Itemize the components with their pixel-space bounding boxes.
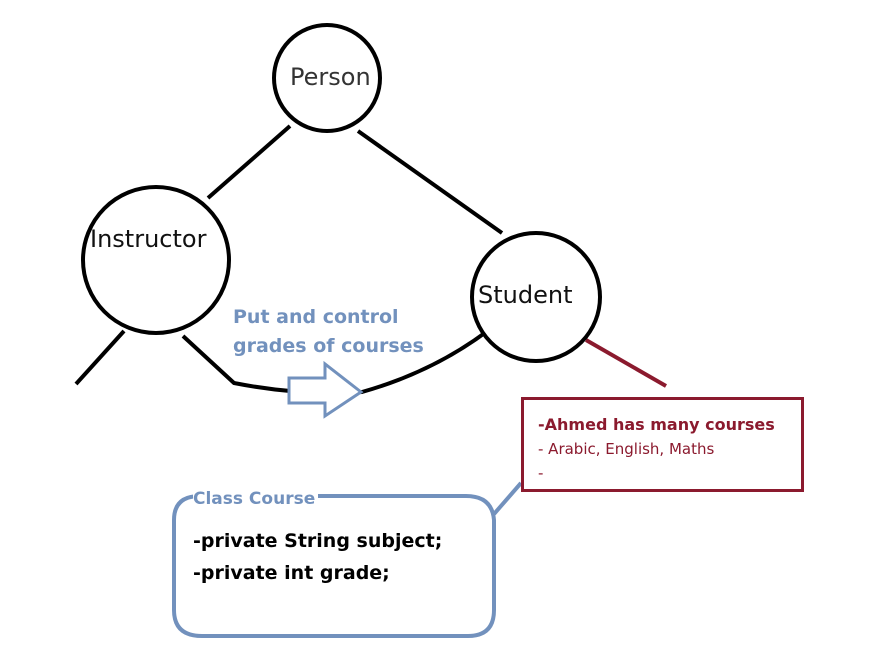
class-course-title: Class Course [193,489,319,509]
class-field-subject: -private String subject; [193,530,443,552]
class-course-fields: -private String subject; -private int gr… [193,525,442,589]
right-arrow-icon [287,360,364,419]
instructor-label: Instructor [90,225,207,253]
person-label: Person [290,63,371,91]
relationship-note-line2: grades of courses [233,335,424,357]
edge-instructor-left [74,329,126,386]
instructor-node [81,185,231,335]
student-note-line2: - Arabic, English, Maths [538,440,715,458]
student-note-line3: - [538,464,544,482]
edge-person-instructor [206,124,292,200]
student-note-line1: -Ahmed has many courses [538,415,775,434]
relationship-note-line1: Put and control [233,306,399,328]
edge-student-note [585,338,667,388]
student-courses-note: -Ahmed has many courses - Arabic, Englis… [521,397,804,492]
person-node [272,23,382,133]
student-node [470,231,602,363]
student-label: Student [478,281,573,309]
class-course-box [172,494,496,638]
class-field-grade: -private int grade; [193,562,390,584]
edge-person-student [356,129,504,235]
relationship-note: Put and control grades of courses [233,303,424,361]
class-course-pointer [492,481,523,516]
